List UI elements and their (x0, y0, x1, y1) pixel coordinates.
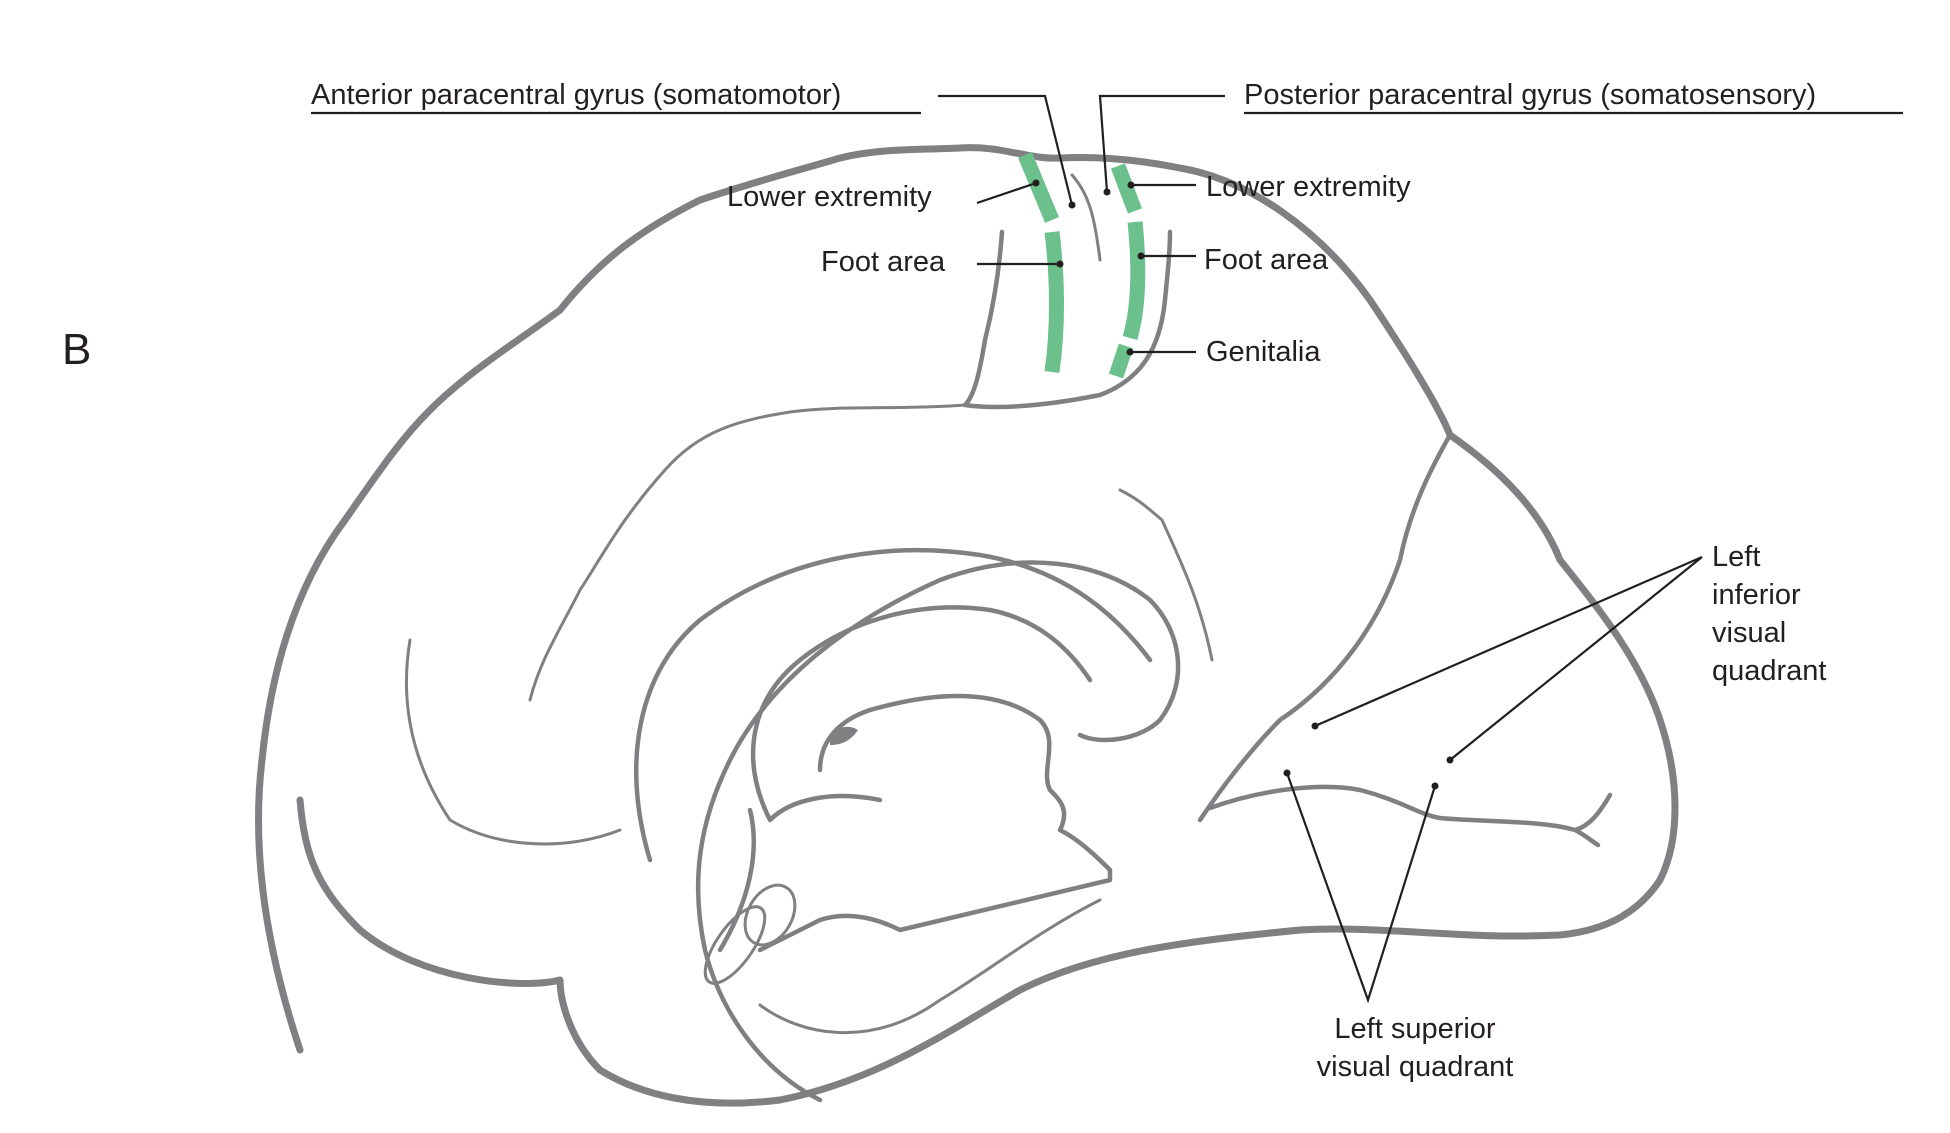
parieto-occipital-sulcus (1197, 432, 1453, 823)
leader-dot (1068, 201, 1076, 209)
label-genitalia: Genitalia (1206, 336, 1321, 368)
collateral-sulcus (758, 898, 1102, 1035)
leader-dot (1283, 769, 1291, 777)
label-left-inferior-visual-quadrant: Left inferior visual quadrant (1712, 541, 1827, 687)
leader-dot (1446, 756, 1454, 764)
label-foot-area-sensory: Foot area (1204, 244, 1329, 276)
leader-posterior (1098, 94, 1225, 193)
label-line: visual (1712, 617, 1786, 649)
paracentral-lobule-boundary (962, 229, 1173, 410)
leader-dot (1311, 722, 1319, 730)
leader-left-superior (1285, 772, 1437, 1004)
label-anterior-paracentral-gyrus: Anterior paracentral gyrus (somatomotor) (311, 79, 841, 111)
leader-dot (1126, 348, 1134, 356)
label-foot-area-motor: Foot area (821, 246, 946, 278)
somatotopic-bands (1018, 152, 1146, 379)
band-motor-foot (1044, 231, 1064, 374)
label-line: Left superior (1334, 1013, 1496, 1045)
leader-dot (1127, 181, 1135, 189)
label-line: inferior (1712, 579, 1801, 611)
label-line: Left (1712, 541, 1760, 573)
corpus-callosum-outer (634, 547, 1153, 863)
corpus-callosum-inner (750, 605, 1093, 823)
leader-lower-extremity-motor (976, 181, 1037, 205)
cingulate-sulcus (528, 403, 967, 702)
leader-anterior (938, 94, 1074, 206)
label-lower-extremity-motor: Lower extremity (727, 181, 932, 213)
optic-chiasm (703, 905, 767, 985)
hemisphere-outline (254, 144, 1679, 1107)
band-sensory-foot (1122, 221, 1146, 341)
panel-label: B (62, 325, 91, 374)
leader-dot (1137, 252, 1145, 260)
band-motor-lower-extremity (1018, 152, 1059, 223)
central-sulcus (1070, 173, 1102, 262)
subparietal-sulcus (1118, 488, 1214, 662)
label-left-superior-visual-quadrant: Left superior visual quadrant (1317, 1013, 1514, 1083)
rhinal-sulcus (404, 638, 622, 846)
fornix (757, 693, 1113, 953)
band-sensory-lower-extremity (1110, 163, 1143, 214)
label-line: quadrant (1712, 655, 1827, 687)
lamina-terminalis (717, 807, 756, 953)
anterior-commissure (830, 726, 858, 745)
leader-dot (1032, 179, 1040, 187)
leader-dot (1103, 188, 1111, 196)
calcarine-sulcus (1207, 784, 1613, 848)
leader-dot (1056, 260, 1064, 268)
leader-dot (1431, 782, 1439, 790)
label-lower-extremity-sensory: Lower extremity (1206, 171, 1411, 203)
callosal-sulcus (695, 560, 1181, 1103)
label-posterior-paracentral-gyrus: Posterior paracentral gyrus (somatosenso… (1244, 79, 1816, 111)
mammillary-body (743, 883, 797, 947)
label-line: visual quadrant (1317, 1051, 1514, 1083)
band-sensory-genitalia (1108, 343, 1134, 379)
leader-left-inferior (1314, 555, 1703, 761)
